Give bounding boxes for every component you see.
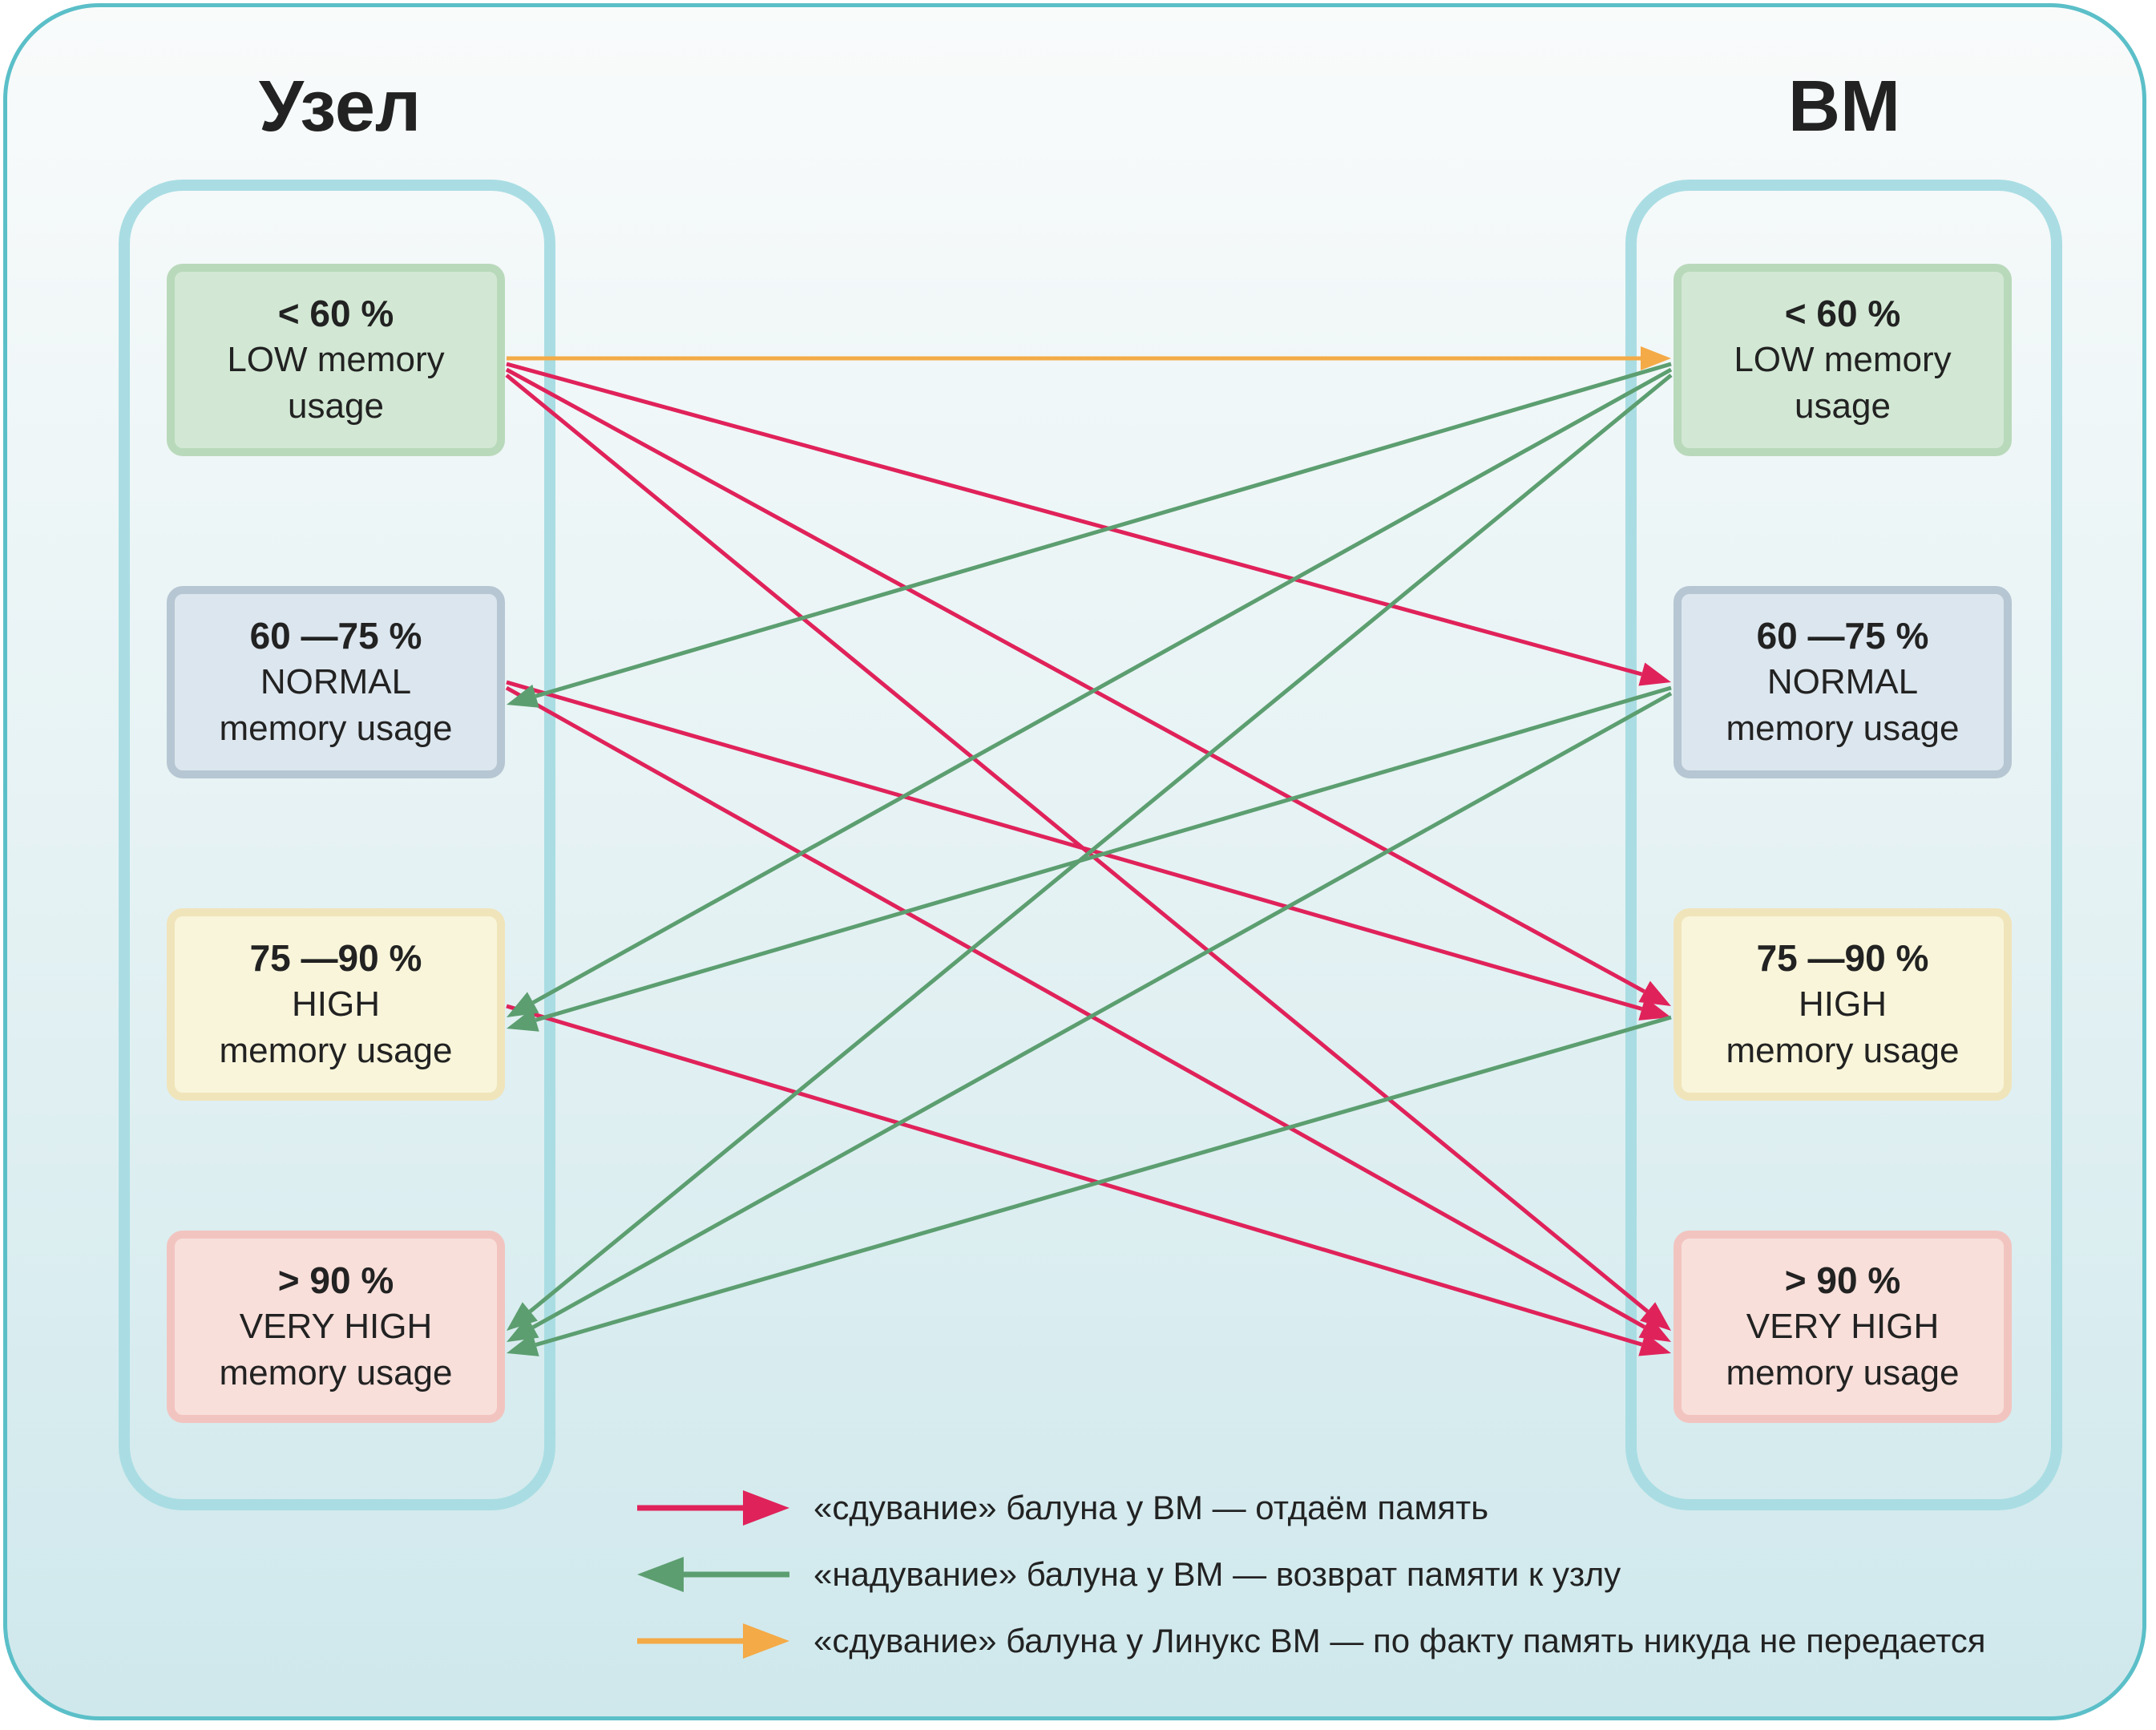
vm-box-very-high-label2: memory usage bbox=[1726, 1353, 1960, 1392]
node-box-normal-label2: memory usage bbox=[219, 709, 453, 748]
arrow-red-node-low-to-vm-very_high bbox=[505, 374, 1649, 1313]
vm-box-high-label2: memory usage bbox=[1726, 1031, 1960, 1070]
vm-box-normal-label: NORMAL bbox=[1766, 662, 1919, 701]
legend-red-arrow-icon bbox=[637, 1490, 789, 1526]
legend-item-green: «надувание» балуна у ВМ — возврат памяти… bbox=[637, 1546, 2000, 1603]
legend-orange-arrow-icon bbox=[637, 1623, 789, 1659]
node-box-low: < 60 % LOW memory usage bbox=[167, 264, 505, 456]
legend-green-text: «надувание» балуна у ВМ — возврат памяти… bbox=[814, 1555, 1621, 1593]
vm-box-low: < 60 % LOW memory usage bbox=[1674, 264, 2012, 456]
arrowhead-red-2 bbox=[1638, 980, 1671, 1006]
vm-box-very-high-label: VERY HIGH bbox=[1746, 1307, 1940, 1346]
arrow-green-vm-high-to-node-very_high bbox=[535, 1015, 1672, 1347]
vm-box-normal-label2: memory usage bbox=[1726, 709, 1960, 748]
node-box-very-high-range: > 90 % bbox=[277, 1259, 394, 1301]
node-column-frame bbox=[119, 180, 555, 1510]
node-box-low-label: LOW memory bbox=[227, 340, 445, 379]
vm-box-high: 75 —90 % HIGH memory usage bbox=[1674, 908, 2012, 1101]
legend-orange-text: «сдувание» балуна у Линукс ВМ — по факту… bbox=[814, 1622, 1986, 1659]
vm-box-high-label: HIGH bbox=[1799, 984, 1887, 1024]
vm-box-low-label2: usage bbox=[1795, 386, 1891, 426]
arrowhead-green-9 bbox=[507, 1302, 538, 1331]
arrow-red-node-normal-to-vm-very_high bbox=[505, 685, 1646, 1329]
vm-box-low-label: LOW memory bbox=[1734, 340, 1952, 379]
legend-green-arrow-icon bbox=[637, 1557, 789, 1592]
node-box-very-high-label: VERY HIGH bbox=[239, 1307, 433, 1346]
arrow-red-node-high-to-vm-very_high bbox=[506, 1004, 1643, 1347]
arrow-green-vm-low-to-node-very_high bbox=[528, 374, 1673, 1313]
arrow-green-vm-normal-to-node-high bbox=[535, 685, 1672, 1022]
arrowhead-green-10 bbox=[507, 1008, 539, 1032]
arrow-red-node-low-to-vm-normal bbox=[506, 362, 1643, 677]
vm-box-normal: 60 —75 % NORMAL memory usage bbox=[1674, 586, 2012, 778]
arrowhead-green-8 bbox=[507, 992, 539, 1017]
node-column-title: Узел bbox=[258, 67, 422, 147]
arrow-green-vm-low-to-node-normal bbox=[535, 362, 1672, 698]
legend-red-text: «сдувание» балуна у ВМ — отдаём память bbox=[814, 1489, 1489, 1526]
node-box-normal-label: NORMAL bbox=[260, 662, 412, 701]
vm-box-very-high: > 90 % VERY HIGH memory usage bbox=[1674, 1231, 2012, 1423]
node-box-normal: 60 —75 % NORMAL memory usage bbox=[167, 586, 505, 778]
arrowhead-orange-0 bbox=[1641, 346, 1671, 370]
arrow-red-node-low-to-vm-high bbox=[505, 367, 1645, 993]
arrow-red-node-normal-to-vm-high bbox=[506, 680, 1643, 1011]
arrowhead-green-12 bbox=[507, 1333, 539, 1356]
arrow-green-vm-normal-to-node-very_high bbox=[531, 691, 1673, 1329]
legend-item-orange: «сдувание» балуна у Линукс ВМ — по факту… bbox=[637, 1613, 2000, 1669]
node-box-very-high: > 90 % VERY HIGH memory usage bbox=[167, 1231, 505, 1423]
vm-box-high-range: 75 —90 % bbox=[1756, 937, 1929, 979]
vm-box-very-high-range: > 90 % bbox=[1784, 1259, 1901, 1301]
vm-column-frame bbox=[1625, 180, 2062, 1510]
vm-column-title: ВМ bbox=[1788, 67, 1900, 147]
arrowhead-red-3 bbox=[1640, 1302, 1671, 1331]
arrow-green-vm-low-to-node-high bbox=[531, 367, 1673, 1004]
node-box-low-label2: usage bbox=[288, 386, 384, 426]
arrowhead-red-6 bbox=[1638, 1332, 1671, 1356]
node-box-high-range: 75 —90 % bbox=[249, 937, 422, 979]
node-box-high-label: HIGH bbox=[292, 984, 380, 1024]
node-box-low-range: < 60 % bbox=[277, 293, 394, 334]
arrowhead-red-4 bbox=[1638, 997, 1671, 1021]
vm-box-low-range: < 60 % bbox=[1784, 293, 1901, 334]
vm-box-normal-range: 60 —75 % bbox=[1756, 615, 1929, 657]
arrowhead-green-7 bbox=[507, 684, 539, 708]
legend-item-red: «сдувание» балуна у ВМ — отдаём память bbox=[637, 1480, 2000, 1536]
node-box-high: 75 —90 % HIGH memory usage bbox=[167, 908, 505, 1101]
node-box-high-label2: memory usage bbox=[219, 1031, 453, 1070]
node-box-normal-range: 60 —75 % bbox=[249, 615, 422, 657]
node-box-very-high-label2: memory usage bbox=[219, 1353, 453, 1392]
arrowhead-red-1 bbox=[1638, 662, 1671, 686]
